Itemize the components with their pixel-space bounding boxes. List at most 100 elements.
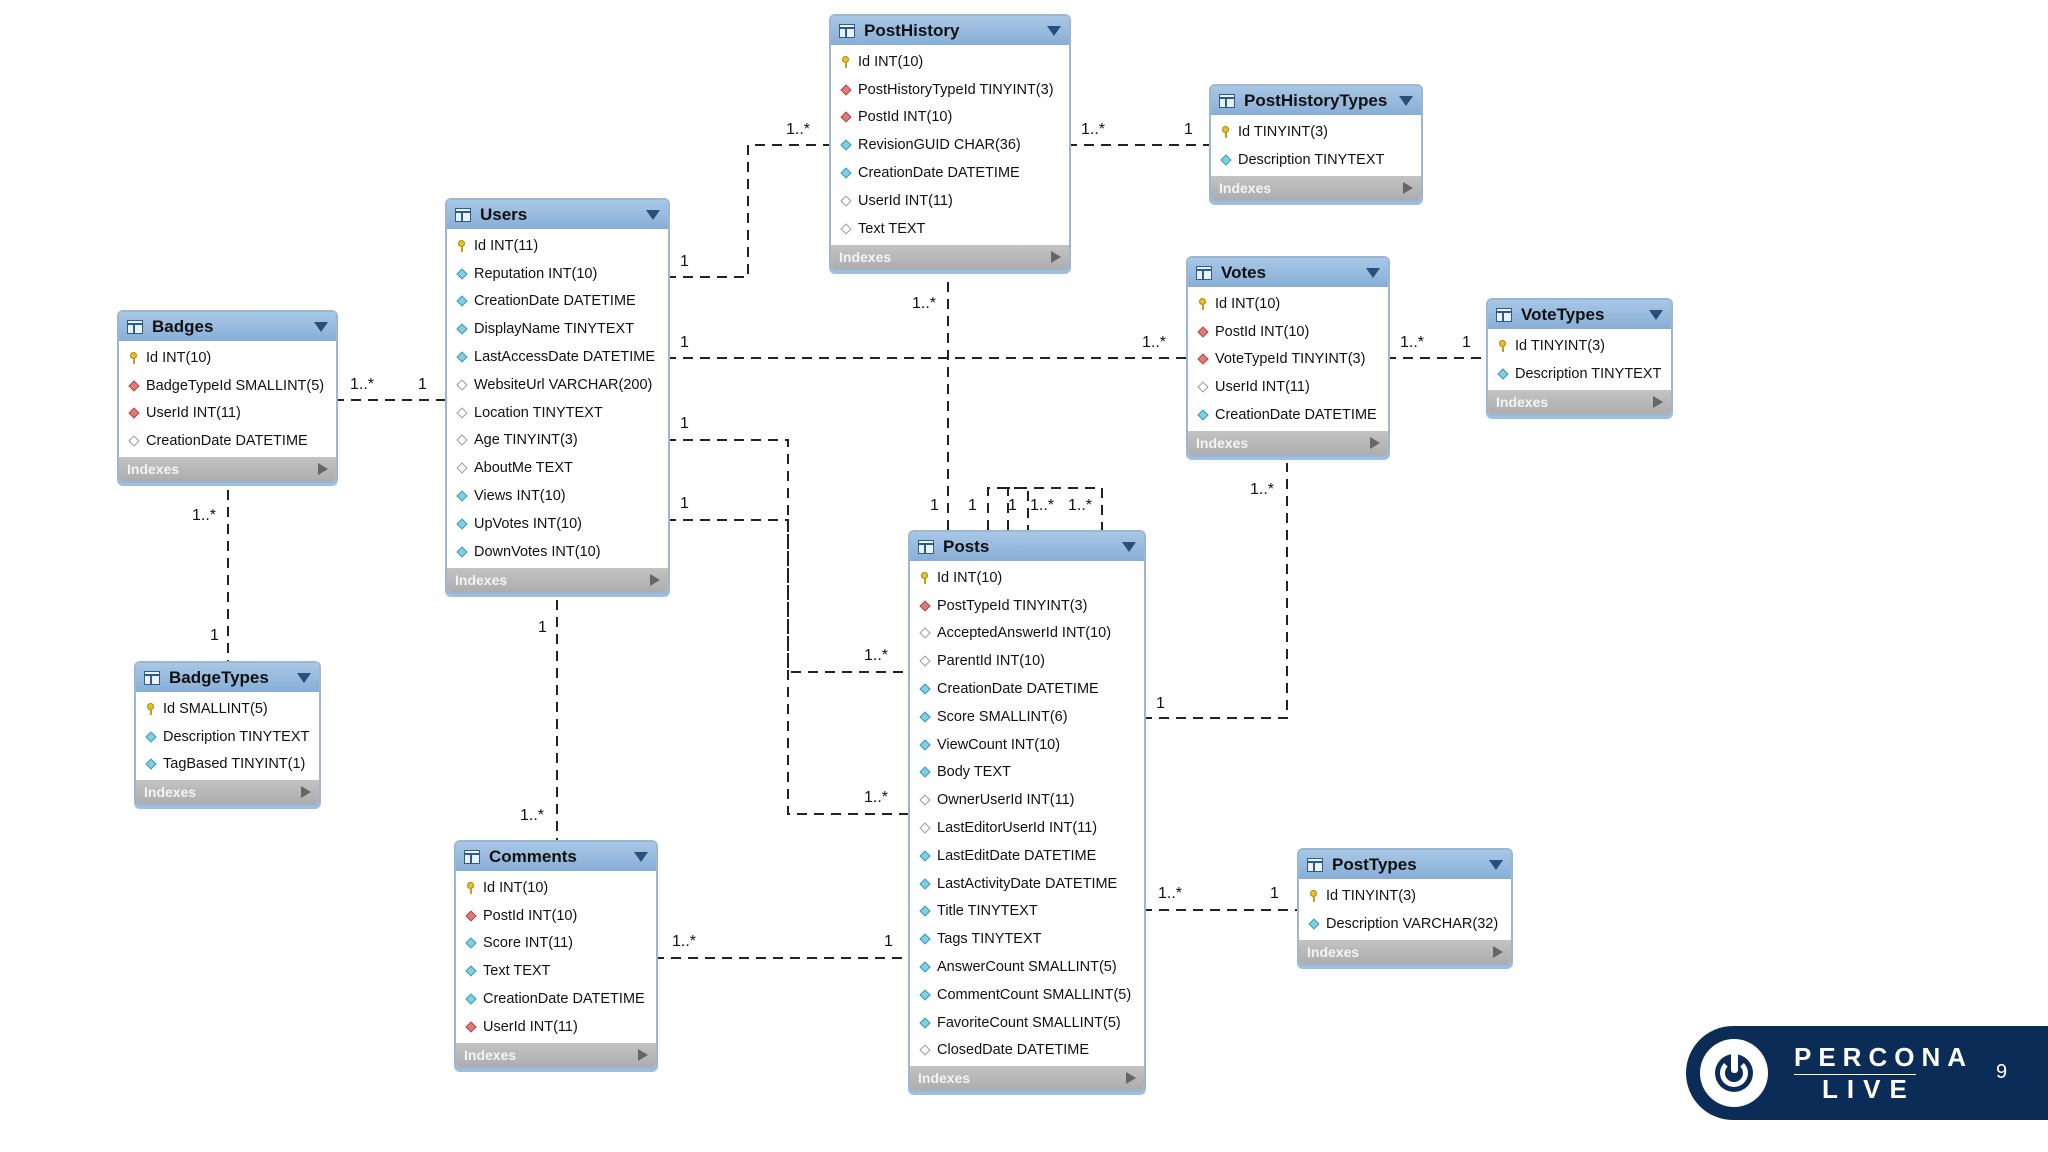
table-posttypes[interactable]: PostTypes Id TINYINT(3)Description VARCHA… — [1297, 848, 1513, 966]
column-row[interactable]: FavoriteCount SMALLINT(5) — [910, 1009, 1144, 1037]
column-row[interactable]: Id TINYINT(3) — [1299, 882, 1511, 910]
column-row[interactable]: CommentCount SMALLINT(5) — [910, 981, 1144, 1009]
column-row[interactable]: Description TINYTEXT — [1211, 146, 1421, 174]
column-row[interactable]: DisplayName TINYTEXT — [447, 315, 668, 343]
column-row[interactable]: CreationDate DATETIME — [1188, 401, 1388, 429]
table-header[interactable]: BadgeTypes — [136, 663, 319, 692]
column-row[interactable]: Id SMALLINT(5) — [136, 695, 319, 723]
relationship-line-posts-self-2[interactable] — [1007, 487, 1103, 530]
collapse-arrow-icon[interactable] — [314, 321, 328, 332]
column-row[interactable]: Id TINYINT(3) — [1488, 332, 1671, 360]
indexes-footer[interactable]: Indexes — [1488, 389, 1671, 414]
table-header[interactable]: Badges — [119, 312, 336, 341]
collapse-arrow-icon[interactable] — [1366, 267, 1380, 278]
column-row[interactable]: CreationDate DATETIME — [119, 427, 336, 455]
column-row[interactable]: AnswerCount SMALLINT(5) — [910, 953, 1144, 981]
column-row[interactable]: Description VARCHAR(32) — [1299, 910, 1511, 938]
column-row[interactable]: UserId INT(11) — [831, 187, 1069, 215]
column-row[interactable]: CreationDate DATETIME — [447, 288, 668, 316]
column-row[interactable]: Id TINYINT(3) — [1211, 118, 1421, 146]
indexes-footer[interactable]: Indexes — [447, 567, 668, 592]
collapse-arrow-icon[interactable] — [1399, 95, 1413, 106]
table-header[interactable]: Posts — [910, 532, 1144, 561]
collapse-arrow-icon[interactable] — [646, 209, 660, 220]
column-row[interactable]: VoteTypeId TINYINT(3) — [1188, 346, 1388, 374]
column-row[interactable]: CreationDate DATETIME — [910, 675, 1144, 703]
indexes-footer[interactable]: Indexes — [136, 780, 319, 805]
column-row[interactable]: Id INT(10) — [910, 564, 1144, 592]
table-header[interactable]: PostHistory — [831, 16, 1069, 45]
column-row[interactable]: ViewCount INT(10) — [910, 731, 1144, 759]
column-row[interactable]: Text TEXT — [456, 957, 656, 985]
column-row[interactable]: WebsiteUrl VARCHAR(200) — [447, 371, 668, 399]
column-row[interactable]: CreationDate DATETIME — [831, 159, 1069, 187]
column-row[interactable]: PostTypeId TINYINT(3) — [910, 592, 1144, 620]
column-row[interactable]: PostId INT(10) — [1188, 318, 1388, 346]
collapse-arrow-icon[interactable] — [1047, 25, 1061, 36]
collapse-arrow-icon[interactable] — [634, 851, 648, 862]
column-row[interactable]: LastEditorUserId INT(11) — [910, 814, 1144, 842]
column-row[interactable]: ClosedDate DATETIME — [910, 1037, 1144, 1065]
collapse-arrow-icon[interactable] — [1489, 859, 1503, 870]
relationship-line-posts-votes[interactable] — [1142, 463, 1288, 719]
table-posts[interactable]: Posts Id INT(10)PostTypeId TINYINT(3)Acce… — [908, 530, 1146, 1093]
column-row[interactable]: Views INT(10) — [447, 482, 668, 510]
column-row[interactable]: TagBased TINYINT(1) — [136, 751, 319, 779]
relationship-line-posts-self-1[interactable] — [987, 487, 1029, 530]
column-row[interactable]: RevisionGUID CHAR(36) — [831, 131, 1069, 159]
column-row[interactable]: Id INT(10) — [456, 874, 656, 902]
expand-arrow-icon[interactable] — [1370, 436, 1380, 449]
column-row[interactable]: LastEditDate DATETIME — [910, 842, 1144, 870]
column-row[interactable]: ParentId INT(10) — [910, 647, 1144, 675]
indexes-footer[interactable]: Indexes — [1188, 430, 1388, 455]
column-row[interactable]: BadgeTypeId SMALLINT(5) — [119, 372, 336, 400]
indexes-footer[interactable]: Indexes — [1299, 939, 1511, 964]
column-row[interactable]: PostId INT(10) — [456, 902, 656, 930]
column-row[interactable]: UserId INT(11) — [456, 1013, 656, 1041]
expand-arrow-icon[interactable] — [1493, 945, 1503, 958]
column-row[interactable]: Reputation INT(10) — [447, 260, 668, 288]
relationship-line-users-posts-editor[interactable] — [666, 519, 908, 815]
column-row[interactable]: PostHistoryTypeId TINYINT(3) — [831, 76, 1069, 104]
expand-arrow-icon[interactable] — [650, 573, 660, 586]
column-row[interactable]: UserId INT(11) — [1188, 373, 1388, 401]
table-posthistory[interactable]: PostHistory Id INT(10)PostHistoryTypeId T… — [829, 14, 1071, 271]
column-row[interactable]: AboutMe TEXT — [447, 454, 668, 482]
column-row[interactable]: UserId INT(11) — [119, 400, 336, 428]
expand-arrow-icon[interactable] — [1653, 395, 1663, 408]
column-row[interactable]: LastActivityDate DATETIME — [910, 870, 1144, 898]
table-header[interactable]: Votes — [1188, 258, 1388, 287]
relationship-line-users-posthistory[interactable] — [666, 144, 829, 278]
column-row[interactable]: Age TINYINT(3) — [447, 427, 668, 455]
column-row[interactable]: AcceptedAnswerId INT(10) — [910, 620, 1144, 648]
column-row[interactable]: Description TINYTEXT — [1488, 360, 1671, 388]
column-row[interactable]: Description TINYTEXT — [136, 723, 319, 751]
expand-arrow-icon[interactable] — [1051, 250, 1061, 263]
column-row[interactable]: LastAccessDate DATETIME — [447, 343, 668, 371]
indexes-footer[interactable]: Indexes — [119, 457, 336, 482]
column-row[interactable]: Title TINYTEXT — [910, 898, 1144, 926]
expand-arrow-icon[interactable] — [301, 786, 311, 799]
indexes-footer[interactable]: Indexes — [831, 244, 1069, 269]
column-row[interactable]: Body TEXT — [910, 759, 1144, 787]
expand-arrow-icon[interactable] — [1403, 181, 1413, 194]
column-row[interactable]: Tags TINYTEXT — [910, 925, 1144, 953]
table-header[interactable]: PostTypes — [1299, 850, 1511, 879]
table-header[interactable]: VoteTypes — [1488, 300, 1671, 329]
expand-arrow-icon[interactable] — [1126, 1072, 1136, 1085]
collapse-arrow-icon[interactable] — [1122, 541, 1136, 552]
column-row[interactable]: Location TINYTEXT — [447, 399, 668, 427]
table-header[interactable]: Users — [447, 200, 668, 229]
table-header[interactable]: Comments — [456, 842, 656, 871]
expand-arrow-icon[interactable] — [318, 463, 328, 476]
indexes-footer[interactable]: Indexes — [456, 1042, 656, 1067]
column-row[interactable]: Text TEXT — [831, 215, 1069, 243]
collapse-arrow-icon[interactable] — [1649, 309, 1663, 320]
column-row[interactable]: Score SMALLINT(6) — [910, 703, 1144, 731]
column-row[interactable]: CreationDate DATETIME — [456, 985, 656, 1013]
column-row[interactable]: Id INT(10) — [1188, 290, 1388, 318]
column-row[interactable]: Id INT(10) — [831, 48, 1069, 76]
